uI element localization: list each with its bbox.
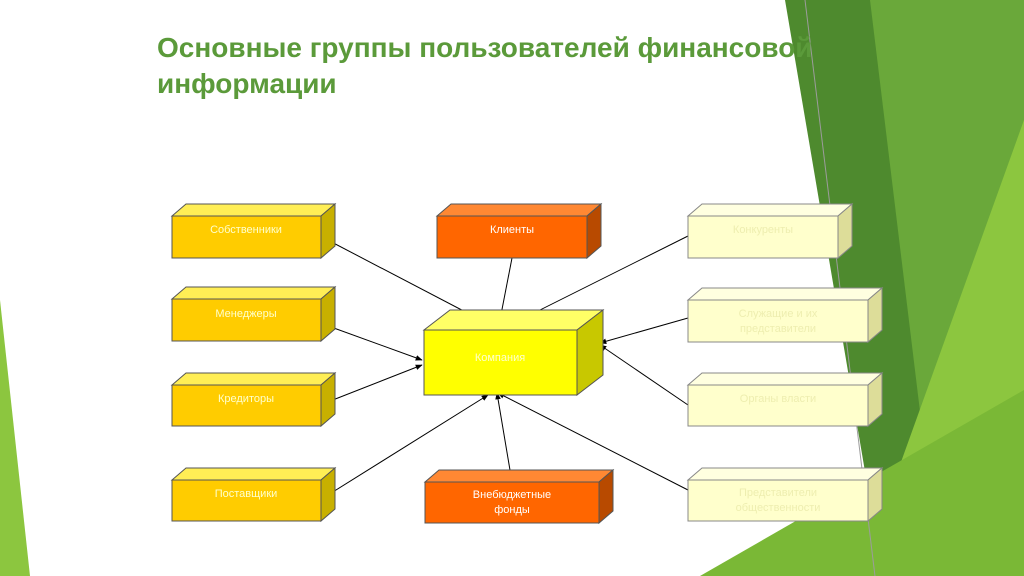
authorities-box: Органы власти (686, 371, 884, 428)
suppliers-label: Поставщики (215, 488, 278, 500)
arrow-managers (319, 322, 423, 361)
arrow-employees (599, 317, 689, 344)
arrow-authorities (599, 344, 689, 406)
arrow-public (497, 392, 689, 491)
competitors-label: Конкуренты (733, 224, 793, 236)
competitors-box: Конкуренты (686, 202, 854, 260)
funds-label-line2: фонды (494, 504, 530, 516)
suppliers-box: Поставщики (170, 466, 337, 523)
green-left-accent (0, 300, 30, 576)
owners-label: Собственники (210, 224, 282, 236)
creditors-box: Кредиторы (170, 371, 337, 428)
authorities-label: Органы власти (740, 393, 816, 405)
clients-label: Клиенты (490, 224, 534, 236)
managers-box: Менеджеры (170, 285, 337, 343)
owners-box: Собственники (170, 202, 337, 260)
creditors-label: Кредиторы (218, 393, 274, 405)
arrow-suppliers (319, 394, 489, 501)
company-box: Компания (422, 308, 605, 397)
employees-label-line2: представители (740, 323, 816, 335)
public-representatives-box: Представители общественности (686, 466, 884, 523)
company-label: Компания (475, 352, 525, 364)
employees-box: Служащие и их представители (686, 286, 884, 344)
arrow-creditors (319, 364, 423, 406)
employees-label-line1: Служащие и их (739, 308, 818, 320)
slide-title: Основные группы пользователей финансовой… (157, 32, 813, 99)
funds-label-line1: Внебюджетные (473, 489, 551, 501)
public-label-line1: Представители (739, 487, 817, 499)
public-label-line2: общественности (736, 502, 821, 514)
arrow-funds (495, 392, 513, 483)
extrabudgetary-funds-box: Внебюджетные фонды (423, 468, 615, 525)
clients-box: Клиенты (435, 202, 603, 260)
managers-label: Менеджеры (215, 308, 276, 320)
